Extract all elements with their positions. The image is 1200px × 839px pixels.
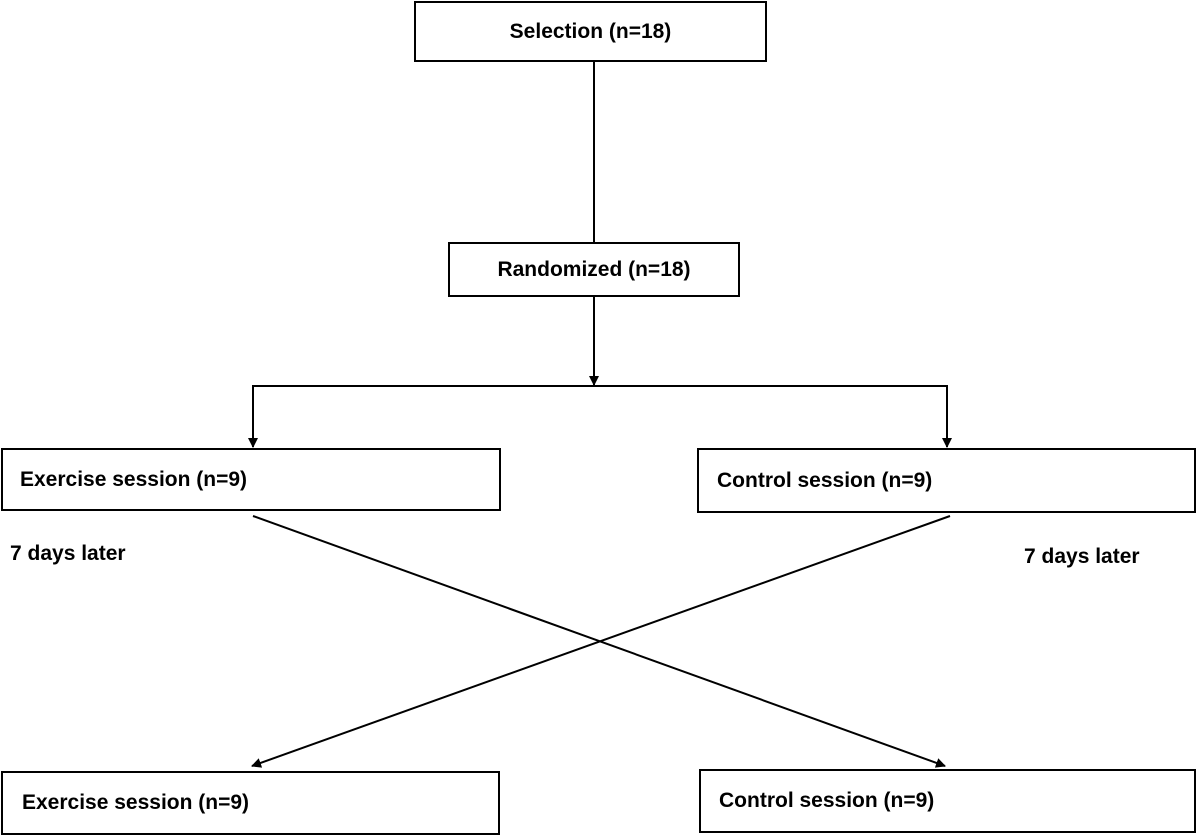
exercise-session-second-box: Exercise session (n=9) bbox=[1, 771, 500, 835]
control-session-second-label: Control session (n=9) bbox=[719, 789, 935, 812]
crossover-arrow-control-to-exercise bbox=[251, 515, 951, 768]
control-session-second-box: Control session (n=9) bbox=[699, 769, 1196, 833]
randomized-box: Randomized (n=18) bbox=[448, 242, 740, 297]
interval-note-right: 7 days later bbox=[1024, 545, 1140, 568]
control-session-first-box: Control session (n=9) bbox=[697, 448, 1196, 513]
control-session-first-label: Control session (n=9) bbox=[717, 468, 933, 492]
selection-label: Selection (n=18) bbox=[509, 19, 672, 43]
randomized-label: Randomized (n=18) bbox=[497, 257, 691, 281]
interval-note-left: 7 days later bbox=[10, 542, 126, 565]
selection-box: Selection (n=18) bbox=[414, 1, 767, 62]
exercise-session-second-label: Exercise session (n=9) bbox=[22, 791, 250, 814]
exercise-session-first-label: Exercise session (n=9) bbox=[20, 467, 248, 491]
exercise-session-first-box: Exercise session (n=9) bbox=[1, 448, 501, 511]
